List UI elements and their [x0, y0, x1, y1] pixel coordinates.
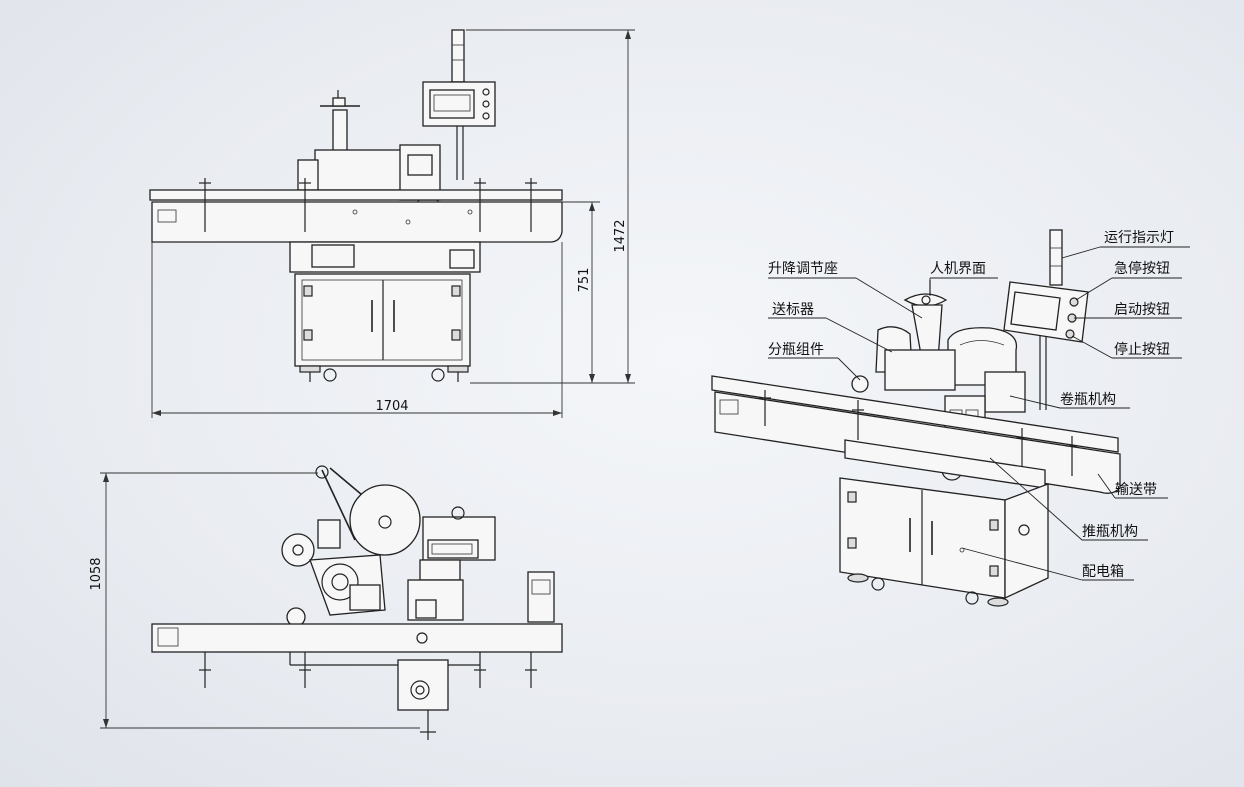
dim-1472: 1472: [613, 219, 628, 252]
callout-rolling-mechanism: 卷瓶机构: [1060, 392, 1116, 408]
callout-bottle-separator: 分瓶组件: [768, 342, 824, 358]
front-view: [149, 29, 563, 382]
callout-leaders: [768, 246, 1190, 581]
front-view-dimensions: [151, 29, 635, 418]
callout-lift-seat: 升降调节座: [768, 261, 838, 277]
callout-hmi: 人机界面: [930, 261, 986, 277]
callout-indicator-light: 运行指示灯: [1104, 230, 1174, 246]
dim-1058: 1058: [89, 557, 104, 590]
callout-conveyor-belt: 输送带: [1115, 482, 1157, 498]
callout-start-button: 启动按钮: [1114, 302, 1170, 318]
callout-label-feeder: 送标器: [772, 302, 814, 318]
callout-pushing-mechanism: 推瓶机构: [1082, 524, 1138, 540]
top-view: [151, 465, 563, 740]
callout-control-box: 配电箱: [1082, 564, 1124, 580]
dim-751: 751: [577, 268, 592, 293]
callout-stop-button: 停止按钮: [1114, 341, 1170, 358]
dim-1704: 1704: [375, 399, 408, 414]
callout-emergency-stop: 急停按钮: [1114, 260, 1170, 277]
isometric-view: [711, 229, 1121, 607]
top-view-dimensions: [100, 472, 420, 729]
